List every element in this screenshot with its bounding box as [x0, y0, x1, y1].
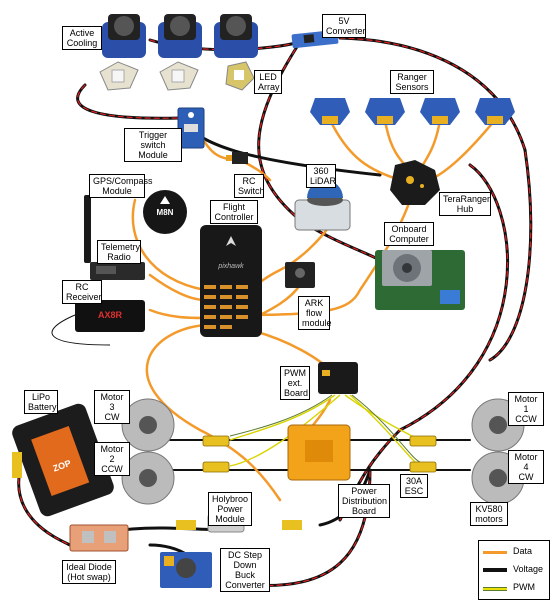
label-5v-converter: 5V Converter: [322, 14, 366, 38]
ideal-diode: [69, 524, 129, 552]
legend-pwm-label: PWM: [513, 582, 535, 592]
pwm-ext-board: [318, 362, 358, 394]
legend-pwm-swatch: [483, 587, 507, 591]
dc-buck-converter: [160, 552, 212, 588]
fan: [102, 14, 146, 58]
label-motor-2: Motor 2 CCW: [94, 442, 130, 476]
ranger-sensor: [365, 98, 405, 125]
label-dc-buck-converter: DC Step Down Buck Converter: [220, 548, 270, 592]
motor: [121, 398, 175, 452]
label-motor-4: Motor 4 CW: [508, 450, 544, 484]
motor: [121, 451, 175, 505]
label-active-cooling: Active Cooling: [62, 26, 102, 50]
label-ark-flow: ARK flow module: [298, 296, 332, 330]
label-motor-1: Motor 1 CCW: [508, 392, 544, 426]
flight-controller: pixhawk: [200, 225, 262, 337]
led-array: [99, 61, 255, 91]
lipo-battery: ZOP: [12, 403, 114, 517]
legend-data-swatch: [483, 551, 507, 554]
legend: Data Voltage PWM: [478, 540, 550, 600]
ranger-sensors: [310, 98, 515, 125]
label-gps-compass: GPS/Compass Module: [89, 174, 153, 198]
rc-switch: [226, 152, 248, 164]
fan: [214, 14, 258, 58]
label-telemetry-radio: Telemetry Radio: [97, 240, 141, 264]
onboard-computer: [375, 250, 465, 310]
label-motor-3: Motor 3 CW: [94, 390, 130, 424]
label-ideal-diode: Ideal Diode (Hot swap): [62, 560, 116, 584]
receiver-brand-text: AX8R: [98, 310, 123, 320]
legend-data: Data: [479, 545, 550, 559]
power-distribution-board: [287, 424, 351, 481]
label-ranger-sensors: Ranger Sensors: [390, 70, 434, 94]
label-power-distribution-board: Power Distribution Board: [338, 484, 390, 518]
teraranger-hub: [390, 160, 440, 205]
label-flight-controller: Flight Controller: [210, 200, 258, 224]
gps-compass-module: M8N: [143, 190, 187, 234]
fan: [158, 14, 202, 58]
ranger-sensor: [420, 98, 460, 125]
label-30a-esc: 30A ESC: [400, 474, 428, 498]
legend-voltage-label: Voltage: [513, 564, 544, 574]
legend-data-label: Data: [513, 546, 533, 556]
label-360-lidar: 360 LiDAR: [306, 164, 336, 188]
legend-voltage: Voltage: [479, 563, 550, 577]
label-teraranger-hub: TeraRanger Hub: [439, 192, 491, 216]
ark-flow-module: [285, 262, 315, 288]
label-lipo-battery: LiPo Battery: [24, 390, 58, 414]
label-rc-switch: RC Switch: [234, 174, 265, 198]
fc-brand-text: pixhawk: [217, 263, 244, 270]
legend-voltage-swatch: [483, 568, 507, 572]
gps-logo-text: M8N: [157, 208, 174, 217]
label-led-array: LED Array: [254, 70, 282, 94]
label-trigger-switch: Trigger switch Module: [124, 128, 182, 162]
escs: [202, 435, 437, 473]
ranger-sensor: [310, 98, 350, 125]
label-onboard-computer: Onboard Computer: [384, 222, 434, 246]
cooling-fans: [102, 14, 258, 58]
label-holybro-power-module: Holybroo Power Module: [208, 492, 252, 526]
trigger-switch-module: [177, 107, 205, 149]
telemetry-radio: [84, 195, 145, 280]
label-rc-receiver: RC Receiver: [62, 280, 102, 304]
legend-pwm: PWM: [479, 581, 550, 595]
label-pwm-board: PWM ext. Board: [280, 366, 310, 400]
rc-receiver: AX8R: [51, 300, 145, 346]
label-kv580-motors: KV580 motors: [470, 502, 508, 526]
ranger-sensor: [475, 98, 515, 125]
